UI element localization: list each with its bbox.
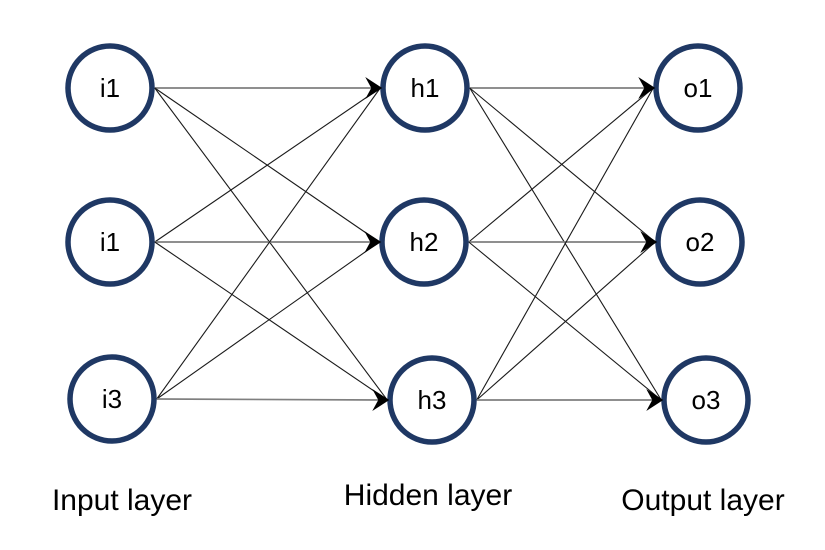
arrowhead-into-output-3 xyxy=(646,389,664,411)
node-circle-input-3 xyxy=(67,354,157,444)
edges xyxy=(154,87,662,401)
edge-input-2-to-hidden-3 xyxy=(154,241,388,401)
arrowhead-into-hidden-1 xyxy=(365,77,383,99)
node-label-hidden-2: h2 xyxy=(410,227,439,257)
node-label-input-3: i3 xyxy=(102,384,122,414)
edge-input-3-to-hidden-3 xyxy=(156,398,388,401)
node-circle-input-2 xyxy=(65,197,155,287)
node-label-hidden-3: h3 xyxy=(418,385,447,415)
arrowhead-into-hidden-2 xyxy=(364,231,382,253)
node-output-2: o2 xyxy=(655,197,745,287)
edge-hidden-2-to-output-3 xyxy=(468,241,662,401)
arrowhead-into-hidden-3 xyxy=(372,389,390,411)
node-input-1: i1 xyxy=(65,43,155,133)
edge-input-3-to-hidden-2 xyxy=(156,241,380,400)
edge-input-3-to-hidden-1 xyxy=(156,87,381,400)
layer-label-input: Input layer xyxy=(52,484,192,517)
node-circle-input-1 xyxy=(65,43,155,133)
node-label-output-2: o2 xyxy=(686,227,715,257)
arrowhead-into-output-2 xyxy=(640,231,658,253)
edge-hidden-1-to-output-2 xyxy=(469,87,656,243)
node-circle-hidden-1 xyxy=(380,43,470,133)
layer-label-hidden: Hidden layer xyxy=(344,479,512,512)
arrowhead-into-output-1 xyxy=(638,77,656,99)
node-label-output-3: o3 xyxy=(692,385,721,415)
node-label-hidden-1: h1 xyxy=(411,73,440,103)
node-circle-output-1 xyxy=(653,43,743,133)
node-label-input-2: i1 xyxy=(100,227,120,257)
node-label-input-1: i1 xyxy=(100,73,120,103)
node-input-3: i3 xyxy=(67,354,157,444)
arrowheads xyxy=(364,77,664,411)
edge-hidden-2-to-output-1 xyxy=(468,87,654,243)
node-hidden-3: h3 xyxy=(387,355,477,445)
edge-hidden-3-to-output-2 xyxy=(476,241,656,401)
node-circle-output-2 xyxy=(655,197,745,287)
edge-input-1-to-hidden-3 xyxy=(154,87,388,401)
node-output-3: o3 xyxy=(661,355,751,445)
node-circle-hidden-3 xyxy=(387,355,477,445)
edge-hidden-3-to-output-1 xyxy=(476,87,654,401)
node-output-1: o1 xyxy=(653,43,743,133)
node-label-output-1: o1 xyxy=(684,73,713,103)
node-circle-output-3 xyxy=(661,355,751,445)
node-hidden-2: h2 xyxy=(379,197,469,287)
layer-label-output: Output layer xyxy=(621,484,784,517)
node-circle-hidden-2 xyxy=(379,197,469,287)
node-input-2: i1 xyxy=(65,197,155,287)
edge-input-2-to-hidden-1 xyxy=(154,87,381,243)
node-hidden-1: h1 xyxy=(380,43,470,133)
